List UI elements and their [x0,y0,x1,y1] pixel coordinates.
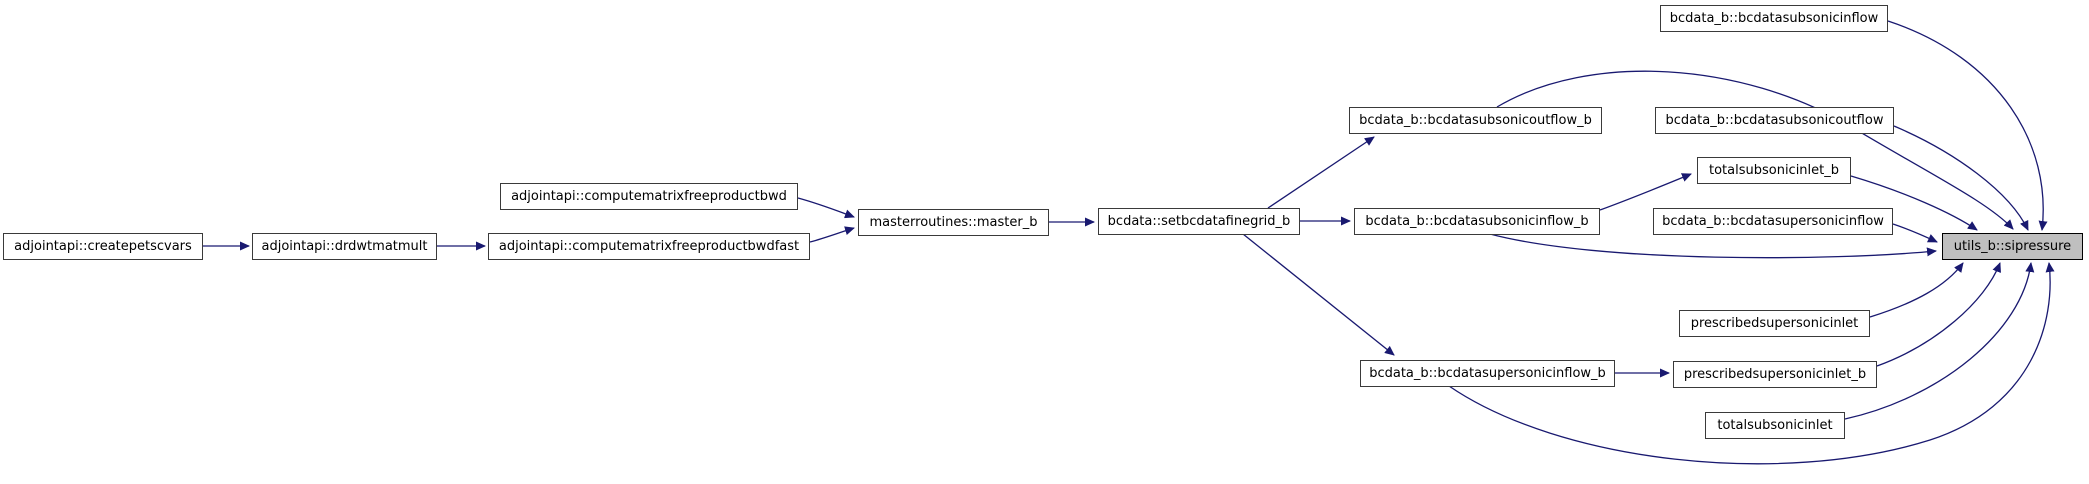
node-utils-b-sipressure-highlighted[interactable]: utils_b::sipressure [1942,233,2083,260]
node-adjointapi-computematrixfreeproductbwdfast[interactable]: adjointapi::computematrixfreeproductbwdf… [488,233,810,260]
node-bcdata-b-bcdatasupersonicinflow[interactable]: bcdata_b::bcdatasupersonicinflow [1653,208,1893,235]
node-bcdata-b-bcdatasubsonicoutflow-b[interactable]: bcdata_b::bcdatasubsonicoutflow_b [1349,107,1602,134]
node-adjointapi-computematrixfreeproductbwd[interactable]: adjointapi::computematrixfreeproductbwd [500,183,798,210]
edge-setbcdata-outflow_b [1267,136,1375,209]
node-adjointapi-createpetscvars[interactable]: adjointapi::createpetscvars [3,233,203,260]
node-bcdata-b-bcdatasubsonicinflow[interactable]: bcdata_b::bcdatasubsonicinflow [1660,5,1888,32]
edge-outflow_b-sipressure [1496,70,2014,230]
edge-setbcdata-supersonic_b [1242,233,1395,356]
node-prescribedsupersonicinlet-b[interactable]: prescribedsupersonicinlet_b [1673,361,1877,388]
node-totalsubsonicinlet[interactable]: totalsubsonicinlet [1705,412,1845,439]
node-totalsubsonicinlet-b[interactable]: totalsubsonicinlet_b [1697,157,1851,184]
node-bcdata-b-bcdatasubsonicoutflow[interactable]: bcdata_b::bcdatasubsonicoutflow [1655,107,1894,134]
edge-bwdfast-master_b [809,226,855,243]
edge-prescribed_b-sipressure [1876,262,2001,367]
edge-inflow_b-sipressure [1489,233,1937,259]
edge-subsonicoutflow-sipressure [1893,125,2029,231]
node-prescribedsupersonicinlet[interactable]: prescribedsupersonicinlet [1679,310,1870,337]
node-adjointapi-drdwtmatmult[interactable]: adjointapi::drdwtmatmult [252,233,437,260]
edge-supersonic_b-sipressure [1448,262,2055,465]
node-bcdata-b-bcdatasupersonicinflow-b[interactable]: bcdata_b::bcdatasupersonicinflow_b [1360,360,1615,387]
edge-totalsubsonicinlet-sipressure [1844,262,2035,420]
edge-subsonicinflow-sipressure [1887,20,2048,231]
node-bcdata-setbcdatafinegrid-b[interactable]: bcdata::setbcdatafinegrid_b [1098,208,1300,235]
node-bcdata-b-bcdatasubsonicinflow-b[interactable]: bcdata_b::bcdatasubsonicinflow_b [1354,208,1600,235]
node-masterroutines-master-b[interactable]: masterroutines::master_b [858,209,1049,236]
edge-totalsubsonicinlet_b-sipressure [1850,175,1978,231]
edge-inflow_b-totalsubsonicinlet_b [1599,173,1692,211]
edge-bwd-master_b [797,197,855,219]
edge-prescribedsupersonicinlet-sipressure [1869,262,1964,318]
edge-supersonicinflow-sipressure [1892,223,1938,243]
